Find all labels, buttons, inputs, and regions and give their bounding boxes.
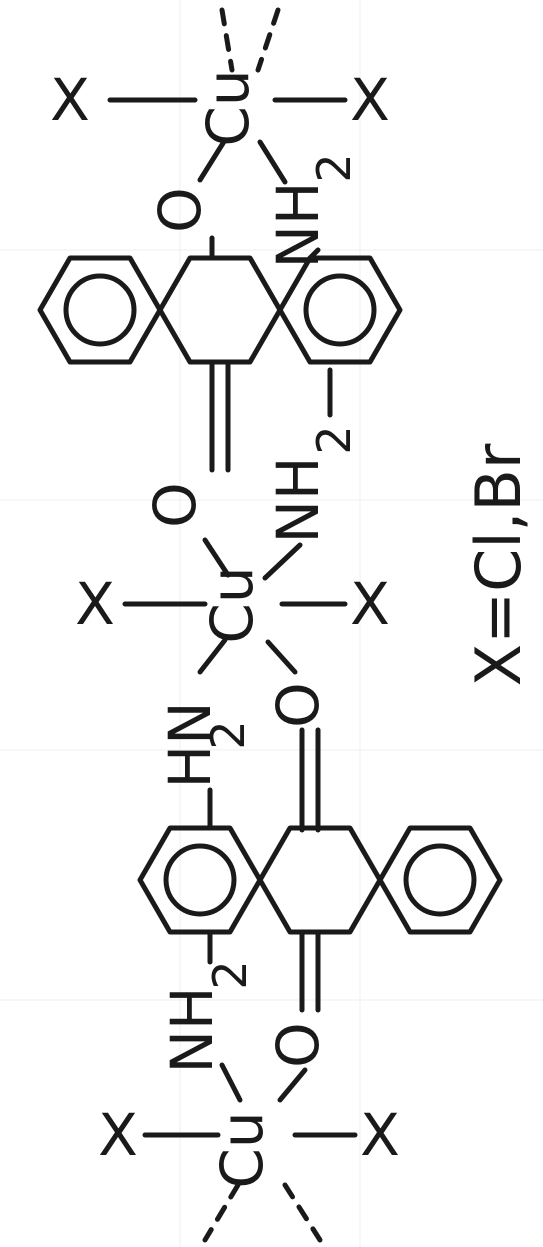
bottom-halide-right: X [360, 1101, 400, 1169]
center-cu-o-lower-bond [265, 639, 298, 675]
center-copper: Cu [198, 566, 266, 643]
top-anthraquinone [37, 235, 403, 473]
top-dashed-bond-left [219, 7, 235, 73]
bottom-ring-right-aromatic [403, 843, 477, 917]
top-halide-right: X [350, 66, 390, 134]
bottom-amine-subscript: 2 [203, 960, 257, 989]
top-ring-right-aromatic [303, 273, 377, 347]
bottom-oxygen: O [264, 1022, 332, 1068]
center-cu-n-lower-bond [197, 637, 228, 675]
center-amine-upper: NH [264, 457, 332, 544]
center-halide-right: X [350, 570, 390, 638]
center-n-cu-bond [262, 542, 303, 581]
bottom-o-cu-bond [277, 1067, 308, 1103]
top-copper-unit: X X Cu O NH 2 [50, 7, 390, 269]
bottom-ring-left-aromatic [163, 843, 237, 917]
top-ring-left-aromatic [63, 273, 137, 347]
bottom-ring-center [257, 825, 383, 935]
center-oxygen-lower: O [264, 682, 332, 728]
bottom-dashed-bond-left [202, 1182, 241, 1243]
bottom-halide-left: X [98, 1101, 138, 1169]
bottom-anthraquinone [137, 727, 503, 1013]
top-oxygen: O [146, 187, 214, 233]
top-amine-subscript: 2 [307, 153, 361, 182]
top-ring-center [157, 255, 283, 365]
center-oxygen-upper: O [141, 482, 209, 528]
center-amine-lower-subscript: 2 [201, 720, 255, 749]
top-c-n-bond [307, 247, 321, 261]
center-halide-left: X [75, 570, 115, 638]
bottom-n-cu-bond [219, 1062, 243, 1103]
top-halide-left: X [50, 66, 90, 134]
bottom-dashed-bond-right [282, 1182, 323, 1243]
top-cu-n-bond [257, 139, 288, 185]
bottom-amine: NH [158, 987, 226, 1074]
center-o-cu-bond [202, 537, 231, 578]
top-dashed-bond-right [255, 7, 281, 73]
top-copper: Cu [194, 69, 262, 146]
center-amine-upper-subscript: 2 [307, 425, 361, 454]
bottom-ring-right [377, 825, 503, 935]
center-amine-lower: HN [156, 702, 224, 789]
bottom-copper-unit: NH 2 O Cu X X [98, 960, 400, 1243]
central-copper-unit: O NH 2 Cu X X HN 2 O [75, 367, 390, 789]
halide-caption: X=Cl,Br [462, 443, 535, 686]
top-amine: NH [264, 182, 332, 269]
top-cu-o-bond [197, 137, 228, 183]
bottom-copper: Cu [208, 1111, 276, 1188]
